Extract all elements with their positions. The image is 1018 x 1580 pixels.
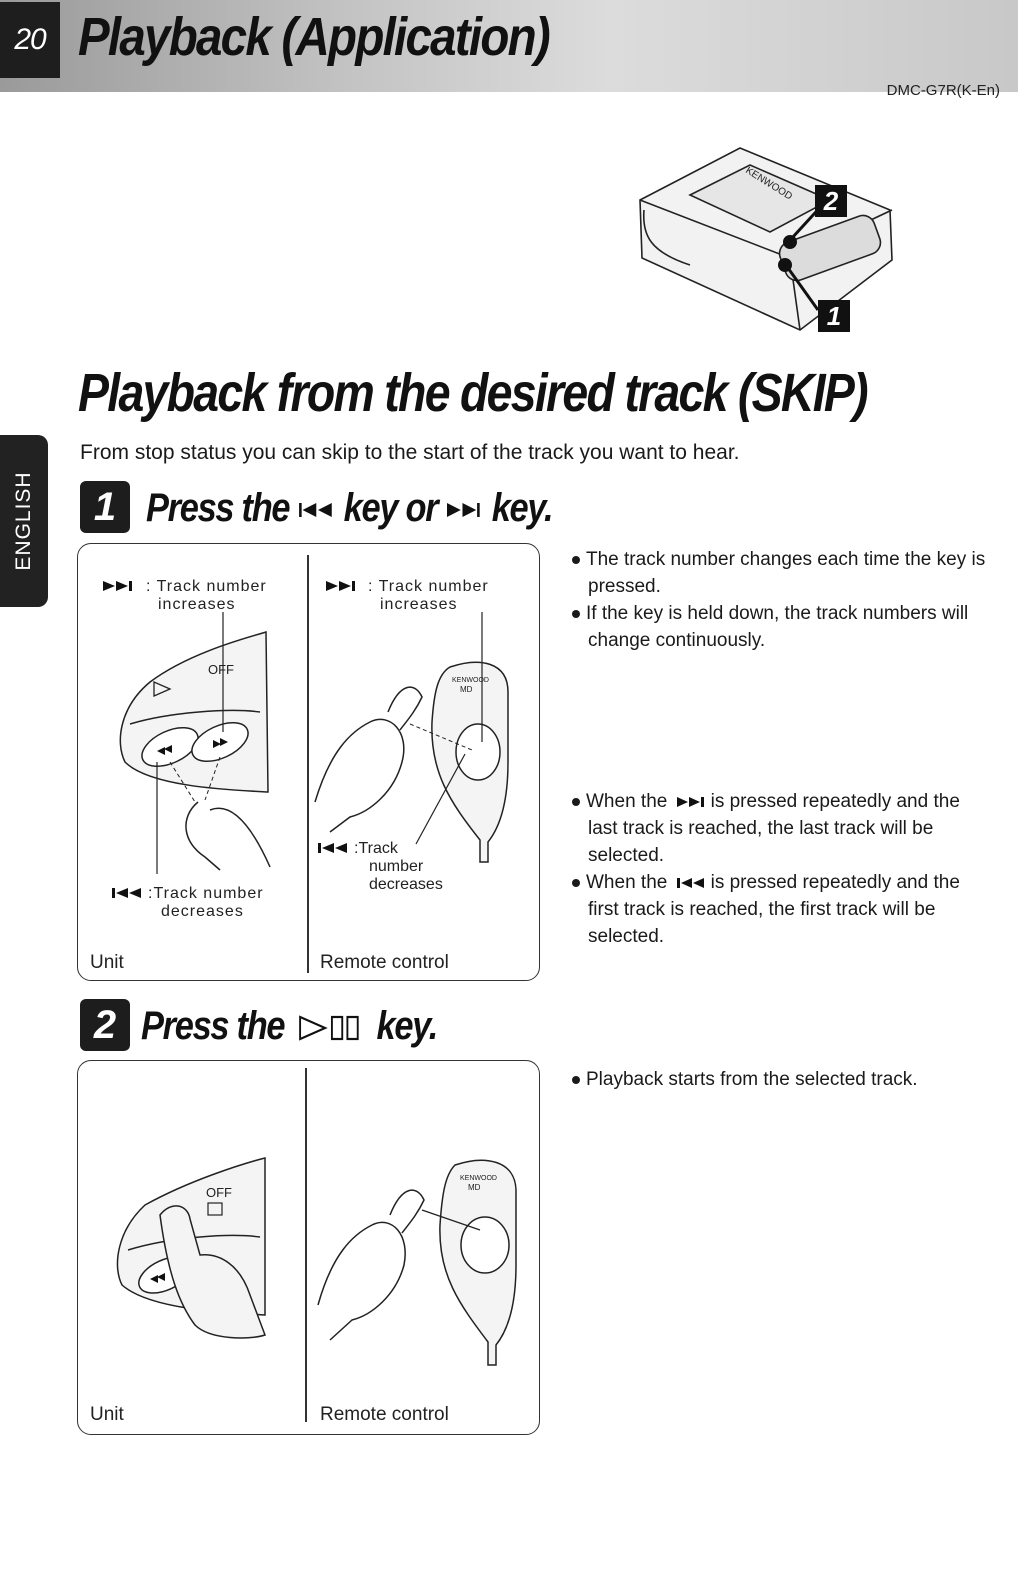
model-number: DMC-G7R(K-En) (886, 82, 1000, 99)
remote-key-illustration: KENWOOD MD (314, 612, 509, 863)
step-1-notes-2: When the is pressed repeatedly and the l… (570, 788, 990, 950)
step-1-badge: 1 (80, 481, 130, 533)
step-1-unit-caption: Unit (90, 952, 124, 973)
callout-2: 2 (823, 186, 839, 216)
remote-play-illustration: KENWOOD MD (317, 1159, 517, 1366)
unit-prev-label-2: decreases (161, 903, 244, 920)
step-2-unit-caption: Unit (90, 1404, 124, 1425)
step-1-text-after: key. (491, 486, 554, 530)
unit-play-illustration: OFF (116, 1157, 266, 1339)
note-item: Playback starts from the selected track. (570, 1066, 990, 1093)
note-text: If the key is held down, the track numbe… (586, 603, 969, 651)
unit-off-label: OFF (208, 662, 234, 677)
next-track-icon (103, 581, 132, 591)
unit-next-label: : Track number (146, 578, 267, 595)
step-2-divider (305, 1068, 307, 1422)
note-text: is pressed repeatedly and the first trac… (588, 872, 960, 947)
step-1-remote-caption: Remote control (320, 952, 449, 973)
remote-brand: KENWOOD (452, 677, 489, 684)
next-track-icon (326, 581, 355, 591)
note-text: When the (586, 791, 668, 812)
note-text: When the (586, 872, 668, 893)
step-1-text-middle: key or (343, 486, 439, 530)
note-item: When the is pressed repeatedly and the f… (570, 869, 990, 950)
step-1-text-before: Press the (146, 486, 291, 530)
unit-off-label: OFF (206, 1185, 232, 1200)
unit-key-illustration: OFF (119, 612, 271, 874)
note-item: The track number changes each time the k… (570, 546, 990, 600)
prev-track-icon (112, 888, 141, 898)
note-text: The track number changes each time the k… (586, 549, 986, 597)
next-track-icon (676, 796, 704, 807)
remote-next-label-2: increases (380, 596, 458, 613)
note-text: is pressed repeatedly and the last track… (588, 791, 960, 866)
step-2-badge: 2 (80, 999, 130, 1051)
remote-md: MD (468, 1183, 481, 1192)
remote-prev-label-3: decreases (369, 876, 443, 893)
remote-prev-label-2: number (369, 858, 424, 875)
step-2-notes: Playback starts from the selected track. (570, 1066, 990, 1093)
section-title: Playback from the desired track (SKIP) (78, 363, 869, 423)
step-2-heading: Press the key. (141, 1004, 439, 1049)
section-intro: From stop status you can skip to the sta… (80, 441, 740, 464)
prev-track-icon (299, 503, 332, 518)
note-text: Playback starts from the selected track. (586, 1069, 918, 1090)
step-2-text-after: key. (376, 1004, 439, 1048)
language-tab[interactable] (0, 435, 48, 607)
header-band (0, 0, 1018, 92)
step-1-divider (307, 555, 309, 973)
remote-prev-label: :Track (354, 840, 398, 857)
callout-1: 1 (827, 301, 841, 331)
step-2-remote-caption: Remote control (320, 1404, 449, 1425)
language-tab-label: ENGLISH (12, 471, 35, 571)
remote-brand: KENWOOD (460, 1175, 497, 1182)
md-player-illustration: KENWOOD 2 1 (639, 147, 893, 332)
note-item: If the key is held down, the track numbe… (570, 600, 990, 654)
page-title: Playback (Application) (78, 7, 551, 67)
unit-prev-label: :Track number (148, 885, 264, 902)
remote-md: MD (460, 685, 473, 694)
page-number: 20 (0, 2, 60, 78)
prev-track-icon (318, 843, 347, 853)
step-2-text-before: Press the (141, 1004, 286, 1048)
note-item: When the is pressed repeatedly and the l… (570, 788, 990, 869)
play-pause-icon (299, 1015, 359, 1042)
unit-next-label-2: increases (158, 596, 236, 613)
next-track-icon (447, 503, 480, 518)
step-1-heading: Press the key or key. (146, 486, 554, 531)
remote-next-label: : Track number (368, 578, 489, 595)
step-1-notes: The track number changes each time the k… (570, 546, 990, 654)
prev-track-icon (676, 877, 704, 888)
